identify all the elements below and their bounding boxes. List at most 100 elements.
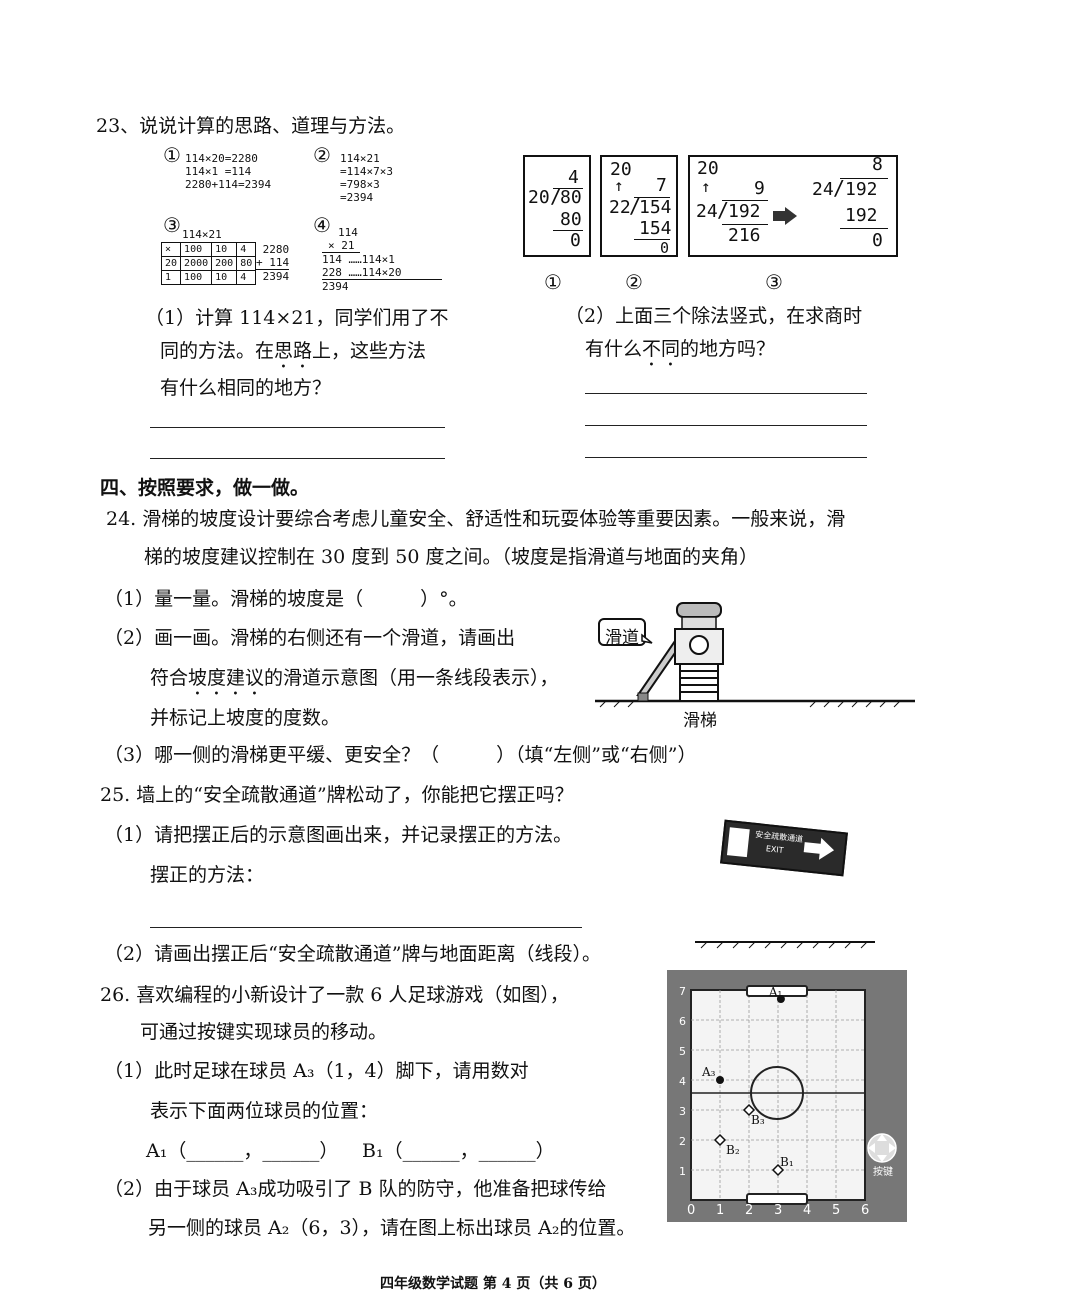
callout-bubble [598, 618, 646, 646]
arrow-right-icon [818, 837, 836, 862]
div3-quotient2: 8 [872, 154, 883, 175]
table-cell: 80 [236, 256, 257, 271]
method4-line: 114 ……114×1 [322, 253, 395, 266]
up-arrow-icon: ↑ [614, 176, 624, 195]
table-cell: 4 [236, 242, 257, 257]
table-cell: 10 [211, 242, 238, 257]
method1-line: 114×1 =114 [185, 165, 252, 178]
div3-quotient: 9 [754, 178, 765, 199]
method1-line: 2280+114=2394 [185, 178, 272, 191]
method2-line: =798×3 [340, 178, 380, 191]
div2-dividend: 154 [639, 197, 672, 218]
div3-label: ③ [765, 270, 783, 294]
y-tick-label: 5 [679, 1045, 686, 1058]
right-arrow-icon [785, 207, 797, 225]
y-tick-label: 4 [679, 1075, 686, 1088]
div3-sub: 216 [728, 225, 761, 246]
method2-work: 114×21 =114×7×3 =798×3 =2394 [340, 152, 393, 204]
running-man-icon [726, 827, 750, 858]
table-cell: × [160, 242, 182, 257]
table-cell: 10 [211, 270, 238, 285]
answer-line[interactable] [585, 425, 867, 426]
player-label: A₁ [768, 985, 782, 999]
q26-b1-answer[interactable]: B₁（______，______） [362, 1140, 555, 1162]
q24-line1: 24. 滑梯的坡度设计要综合考虑儿童安全、舒适性和玩耍体验等重要因素。一般来说，… [106, 508, 846, 530]
q24-sub2a: （2）画一画。滑梯的右侧还有一个滑道，请画出 [104, 627, 516, 649]
q26-line1: 26. 喜欢编程的小新设计了一款 6 人足球游戏（如图）， [100, 984, 569, 1006]
table-cell: 2000 [180, 256, 213, 271]
player-marker [716, 1076, 724, 1084]
answer-line[interactable] [150, 927, 582, 928]
method4-line: 114 [338, 226, 358, 239]
q24-sub2b: 符合坡度建议的滑道示意图（用一条线段表示）， [150, 667, 559, 689]
method3-sum-line: 2280 [262, 243, 290, 256]
q23-sub1-line2: 同的方法。在思路上，这些方法 [160, 340, 427, 362]
method4-line: 228 ……114×20 [322, 266, 442, 280]
exit-sign-cn: 安全疏散通道 [754, 829, 804, 844]
section-title: 四、按照要求，做一做。 [100, 477, 310, 499]
method3-sum-line: + 114 [256, 256, 290, 270]
arrow-keys-icon[interactable] [867, 1133, 897, 1163]
x-tick-label: 6 [861, 1203, 869, 1218]
player-label: B₁ [780, 1155, 794, 1169]
page-footer: 四年级数学试题 第 4 页（共 6 页） [380, 1276, 606, 1292]
div1-divisor: 20 [528, 187, 550, 208]
div3-sub2: 192 [845, 205, 878, 226]
method1-number: ① [163, 143, 181, 167]
player-marker [776, 995, 785, 1003]
div3-remainder: 0 [872, 230, 883, 251]
q26-a1-answer[interactable]: A₁（______，______） [146, 1140, 339, 1162]
method4-line: × 21 [322, 239, 360, 253]
answer-line[interactable] [585, 393, 867, 394]
method2-line: 114×21 [340, 152, 380, 165]
answer-line[interactable] [150, 427, 445, 428]
q25-sub2: （2）请画出摆正后“安全疏散通道”牌与地面距离（线段）。 [104, 943, 602, 965]
q26-sub2b: 另一侧的球员 A₂（6，3），请在图上标出球员 A₂的位置。 [148, 1217, 636, 1239]
x-tick-label: 3 [774, 1203, 782, 1218]
division-box-1 [523, 155, 591, 257]
table-cell: 100 [180, 270, 213, 285]
div2-label: ② [625, 270, 643, 294]
slide-chute [636, 637, 676, 696]
slide-ladder [679, 663, 719, 702]
div1-bar [553, 188, 583, 189]
exit-sign: 安全疏散通道 EXIT [720, 819, 848, 877]
q26-sub1a: （1）此时足球在球员 A₃（1，4）脚下，请用数对 [104, 1060, 529, 1082]
q23-sub2-line2: 有什么不同的地方吗？ [585, 338, 776, 360]
player-marker [713, 1133, 727, 1147]
division-box-2 [600, 155, 678, 257]
method3-table: × 100 10 4 20 2000 200 80 1 100 10 4 [160, 242, 257, 285]
method3-sum-line: 2394 [262, 270, 290, 283]
div3-divisor: 24 [696, 201, 718, 222]
div1-remainder: 0 [570, 230, 581, 251]
y-tick-label: 3 [679, 1105, 686, 1118]
player-label: B₃ [751, 1113, 765, 1127]
method2-number: ② [313, 143, 331, 167]
y-tick-label: 6 [679, 1015, 686, 1028]
div2-quotient: 7 [656, 175, 667, 196]
method2-line: =2394 [340, 191, 374, 204]
q24-sub2c: 并标记上坡度的度数。 [150, 707, 341, 729]
top-goal [746, 985, 808, 997]
q24-line2: 梯的坡度建议控制在 30 度到 50 度之间。（坡度是指滑道与地面的夹角） [144, 546, 759, 568]
bubble-label: 滑道 [605, 628, 639, 648]
slide-roof [676, 602, 722, 618]
answer-line[interactable] [585, 457, 867, 458]
div1-label: ① [544, 270, 562, 294]
div2-sub: 154 [639, 218, 672, 239]
method2-line: =114×7×3 [340, 165, 393, 178]
div1-dividend: 80 [560, 187, 582, 208]
table-cell: 200 [211, 256, 238, 271]
x-tick-label: 0 [687, 1203, 695, 1218]
q25-line1: 25. 墙上的“安全疏散通道”牌松动了，你能把它摆正吗？ [100, 784, 574, 806]
q25-sub1: （1）请把摆正后的示意图画出来，并记录摆正的方法。 [104, 824, 573, 846]
slide-caption: 滑梯 [683, 711, 717, 731]
table-cell: 20 [160, 256, 182, 271]
x-tick-label: 5 [832, 1203, 840, 1218]
div3-dividend: 192 [728, 201, 761, 222]
div1-quotient: 4 [568, 167, 579, 188]
method4-work: 114 × 21 114 ……114×1 228 ……114×20 2394 [322, 226, 442, 293]
method4-line: 2394 [322, 280, 349, 293]
answer-line[interactable] [150, 458, 445, 459]
